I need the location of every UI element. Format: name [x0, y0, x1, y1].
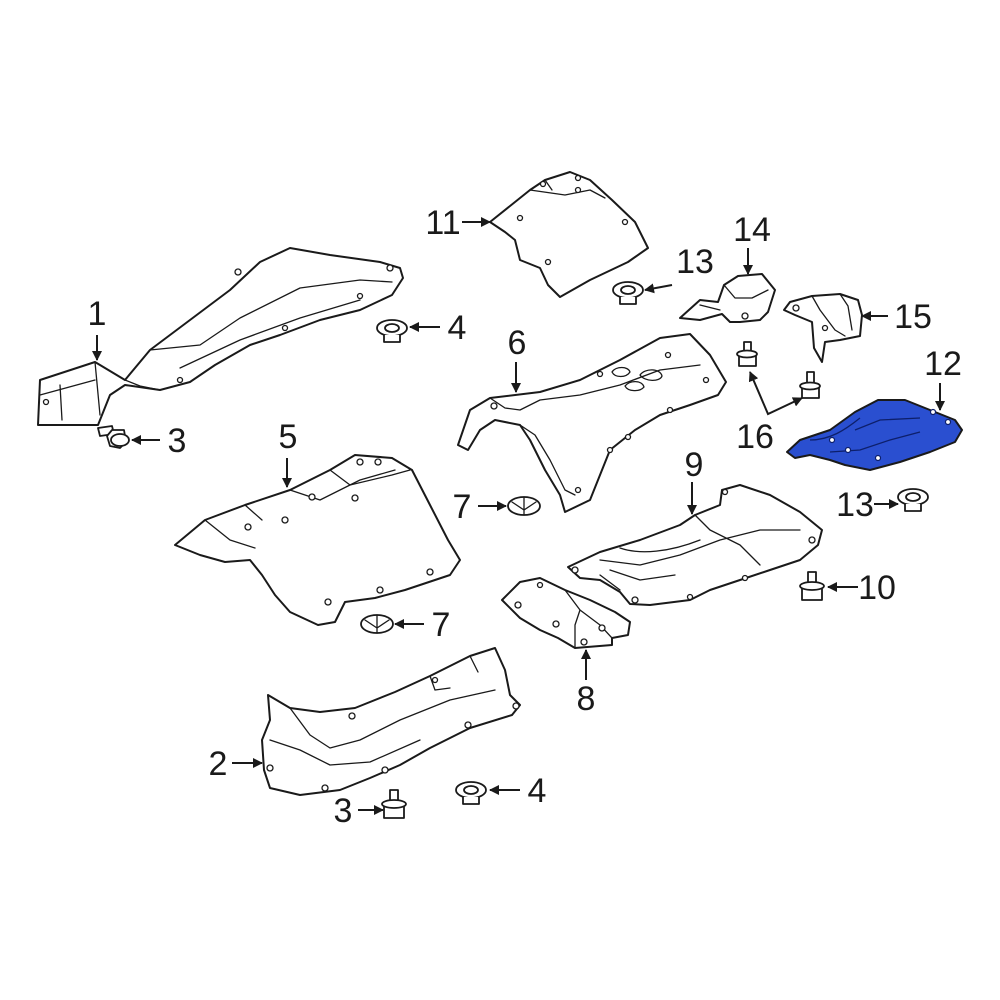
part-14-bracket[interactable] — [679, 273, 776, 323]
callout-5: 5 — [279, 418, 298, 456]
part-12-shield[interactable] — [786, 399, 963, 471]
grommet-4-lower[interactable] — [455, 781, 487, 805]
leader-lines — [92, 217, 945, 815]
grommet-13-upper[interactable] — [612, 281, 644, 305]
callout-14: 14 — [733, 211, 771, 249]
callout-11: 11 — [425, 204, 460, 242]
part-5-shield[interactable] — [174, 454, 461, 626]
part-2-shield[interactable] — [261, 647, 521, 796]
part-15-bracket[interactable] — [783, 293, 863, 363]
callout-8: 8 — [577, 680, 596, 718]
callout-7-upper: 7 — [453, 488, 472, 526]
part-9-shield[interactable] — [567, 484, 823, 606]
callout-2: 2 — [209, 745, 228, 783]
callout-4-upper: 4 — [448, 309, 467, 347]
bolt-16-left[interactable] — [736, 341, 758, 367]
callout-12: 12 — [924, 345, 962, 383]
grommet-4-upper[interactable] — [376, 319, 408, 343]
callout-3-upper: 3 — [168, 422, 187, 460]
bolt-3-upper[interactable] — [97, 425, 130, 449]
bolt-3-lower[interactable] — [381, 789, 407, 819]
callout-6: 6 — [508, 324, 527, 362]
callout-3-lower: 3 — [334, 792, 353, 830]
callout-10: 10 — [858, 569, 896, 607]
callout-13-lower: 13 — [836, 486, 874, 524]
bolt-10[interactable] — [799, 571, 825, 601]
bolt-16-right[interactable] — [799, 371, 821, 399]
callout-16: 16 — [736, 418, 774, 456]
callout-15: 15 — [894, 298, 932, 336]
part-8-shield[interactable] — [501, 577, 631, 649]
part-1-shield[interactable] — [37, 247, 404, 426]
clip-7-lower[interactable] — [360, 614, 394, 634]
part-11-shield[interactable] — [489, 171, 649, 298]
callout-9: 9 — [685, 446, 704, 484]
grommet-13-lower[interactable] — [897, 488, 929, 512]
callout-7-lower: 7 — [432, 606, 451, 644]
part-6-shield[interactable] — [457, 333, 727, 513]
clip-7-upper[interactable] — [507, 496, 541, 516]
callout-4-lower: 4 — [528, 772, 547, 810]
callout-numbers: 1 2 3 3 4 4 5 6 7 7 8 9 10 11 12 13 13 1… — [88, 204, 962, 830]
callout-1: 1 — [88, 295, 107, 333]
callout-13-upper: 13 — [676, 243, 714, 281]
